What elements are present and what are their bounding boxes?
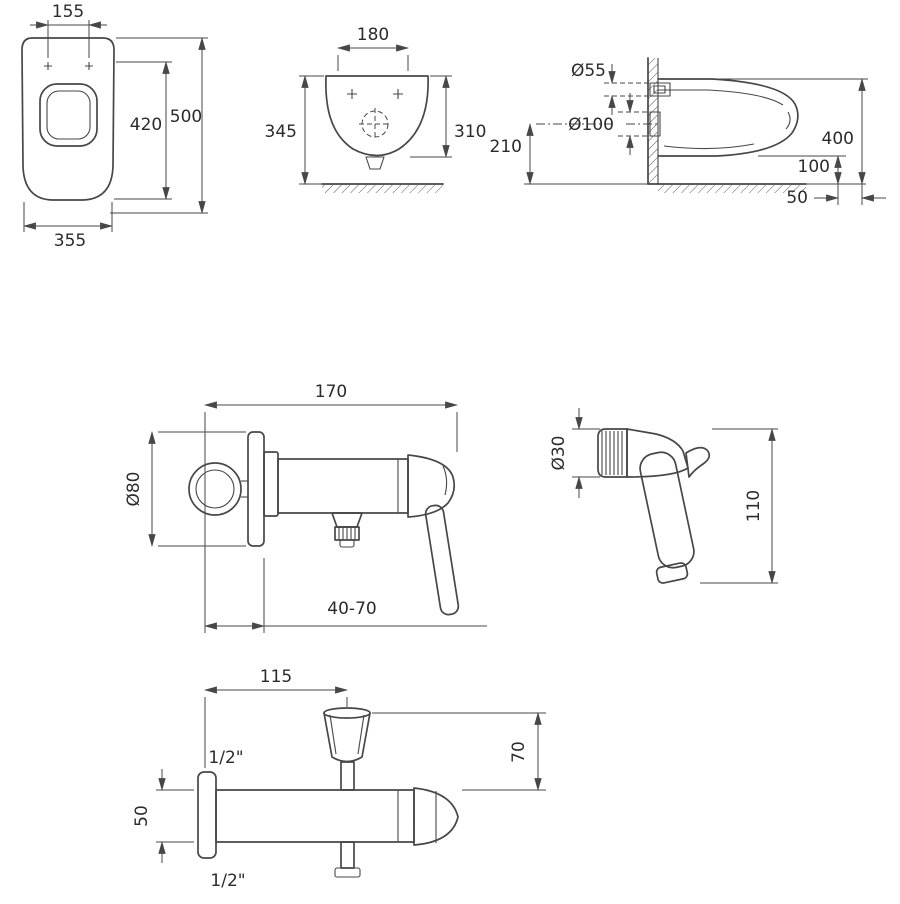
lever-handle xyxy=(424,504,460,616)
wall-hatch xyxy=(648,58,658,184)
dim-70: 70 xyxy=(509,741,529,763)
dim-420: 420 xyxy=(130,115,162,135)
sprayer-handle xyxy=(639,451,695,569)
inlet-pipe xyxy=(649,82,671,97)
bidet-mixer-view: 170 Ø80 40-70 xyxy=(124,382,487,633)
ground-hatch xyxy=(322,185,443,193)
ground-hatch xyxy=(658,185,806,193)
label-top-thread: 1/2" xyxy=(208,748,243,768)
dim-155: 155 xyxy=(52,2,84,22)
dim-355: 355 xyxy=(54,231,86,251)
rim-front-line xyxy=(785,111,791,130)
dim-170: 170 xyxy=(315,382,347,402)
dim-400: 400 xyxy=(822,129,854,149)
dim-50-offset: 50 xyxy=(786,188,808,208)
dim-50-body: 50 xyxy=(132,805,152,827)
seat-line xyxy=(658,89,784,106)
dim-head-diameter: Ø30 xyxy=(549,435,569,470)
inlet-pipe-inner xyxy=(653,85,666,94)
sprayer-trigger xyxy=(685,446,711,478)
holder-cup-rim xyxy=(323,707,371,719)
sprayer-head-cap xyxy=(597,428,628,478)
holder-wall-line xyxy=(357,714,365,755)
valve-body-tube xyxy=(215,789,415,843)
toilet-outline xyxy=(21,37,115,201)
body-tube xyxy=(277,458,409,514)
bowl-underside-line xyxy=(663,143,755,150)
dim-outlet-diameter: Ø100 xyxy=(568,115,614,135)
outlet-tip xyxy=(339,539,355,548)
dim-310: 310 xyxy=(454,122,486,142)
escutcheon-inner xyxy=(195,469,235,509)
flush-inlet-crosshair xyxy=(359,108,391,140)
sprayer-body-cone xyxy=(626,428,689,478)
dim-110: 110 xyxy=(744,490,764,522)
holder-valve-view: 115 1/2" 1/2" 50 70 xyxy=(132,667,546,891)
sprayer-knurl-lines xyxy=(601,431,623,475)
dim-depth-range: 40-70 xyxy=(327,599,376,619)
dim-escutcheon-diameter: Ø80 xyxy=(124,471,144,506)
sprayer-end-cap xyxy=(655,562,689,584)
dim-inlet-diameter: Ø55 xyxy=(571,61,606,81)
dim-345: 345 xyxy=(265,122,297,142)
valve-end-cap xyxy=(413,787,459,846)
toilet-facade-view: 180 345 310 xyxy=(265,25,486,193)
valve-head-detail xyxy=(442,465,448,496)
valve-head xyxy=(407,454,456,518)
holder-stem xyxy=(340,761,355,791)
dim-180: 180 xyxy=(357,25,389,45)
fixing-mark-right xyxy=(85,62,93,70)
toilet-front-view: 155 420 500 355 xyxy=(21,2,208,251)
bottom-port xyxy=(340,841,355,869)
wall-flange xyxy=(197,771,217,859)
wall-plate xyxy=(247,431,265,547)
fixing-mark-left xyxy=(347,89,357,99)
outlet-cone xyxy=(331,512,363,528)
label-bottom-thread: 1/2" xyxy=(210,871,245,891)
seat-opening-inner xyxy=(46,90,91,140)
outlet-knurl-lines xyxy=(338,527,356,540)
fixing-mark-right xyxy=(393,89,403,99)
dim-100: 100 xyxy=(798,157,830,177)
dim-500: 500 xyxy=(170,107,202,127)
drain-stub xyxy=(365,156,385,170)
holder-wall-line xyxy=(329,714,337,755)
fixing-mark-left xyxy=(44,62,52,70)
dim-115: 115 xyxy=(260,667,292,687)
hand-sprayer-view: Ø30 110 xyxy=(549,408,778,585)
body-collar xyxy=(263,451,279,517)
dim-210: 210 xyxy=(490,137,522,157)
bowl-profile xyxy=(657,78,799,157)
toilet-side-view: Ø55 Ø100 210 400 100 50 xyxy=(490,57,886,208)
escutcheon-outer xyxy=(188,462,242,516)
bowl-outline xyxy=(325,75,429,157)
bottom-port-cap xyxy=(334,867,361,878)
seat-opening-outer xyxy=(39,83,98,147)
